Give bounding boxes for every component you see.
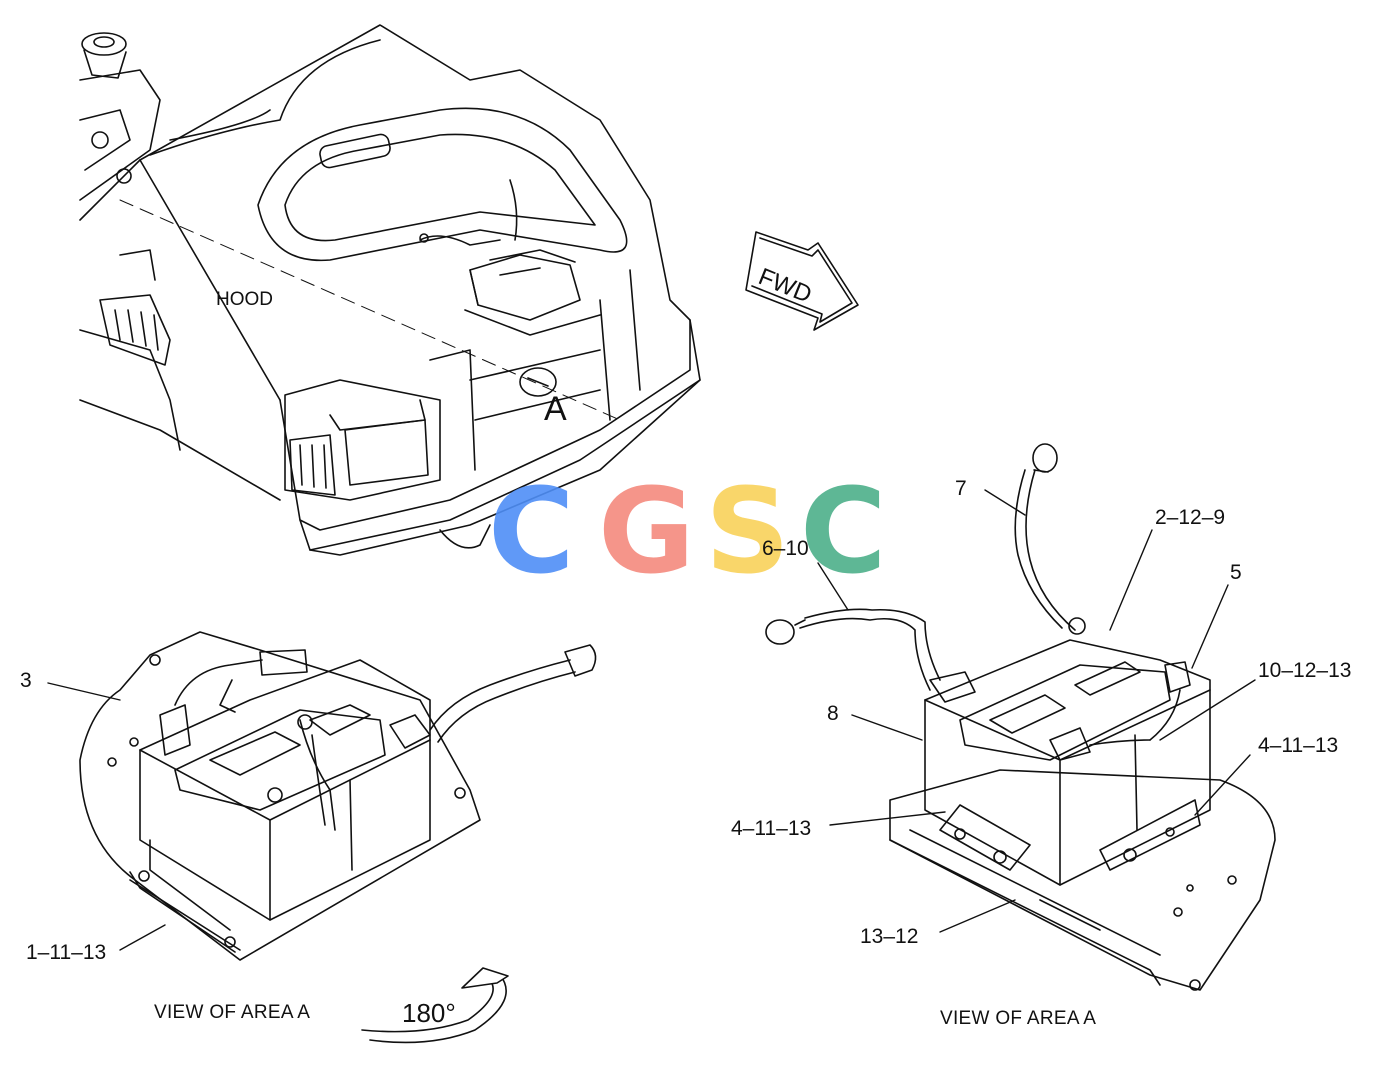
caption-view-area-a-right: VIEW OF AREA A bbox=[940, 1008, 1097, 1029]
leader-lines bbox=[47, 489, 1256, 951]
left-battery-assembly bbox=[79, 631, 597, 961]
callout-6-10: 6–10 bbox=[762, 537, 809, 560]
watermark-letter-c2: C bbox=[800, 462, 887, 600]
callout-4-11-13-right: 4–11–13 bbox=[1258, 734, 1339, 757]
callout-2-12-9: 2–12–9 bbox=[1155, 506, 1226, 529]
rotation-arrow-icon bbox=[361, 967, 509, 1044]
fwd-arrow-icon bbox=[745, 231, 859, 331]
caption-view-area-a-left: VIEW OF AREA A bbox=[154, 1002, 311, 1023]
right-battery-assembly bbox=[765, 443, 1276, 991]
callout-7: 7 bbox=[955, 477, 967, 500]
callout-13-12: 13–12 bbox=[860, 925, 919, 948]
callout-5: 5 bbox=[1230, 561, 1242, 584]
watermark-letter-g: G bbox=[598, 462, 695, 600]
hood-label: HOOD bbox=[216, 289, 273, 310]
callout-10-12-13: 10–12–13 bbox=[1258, 659, 1352, 682]
watermark-letter-s: S bbox=[705, 462, 790, 600]
callout-1-11-13: 1–11–13 bbox=[26, 941, 107, 964]
callout-8: 8 bbox=[827, 702, 839, 725]
machine-hood-drawing bbox=[79, 24, 701, 556]
rotation-label: 180° bbox=[402, 998, 456, 1028]
callout-3: 3 bbox=[20, 669, 32, 692]
watermark-letter-c1: C bbox=[488, 462, 575, 600]
callout-4-11-13-left: 4–11–13 bbox=[731, 817, 812, 840]
area-a-marker: A bbox=[544, 390, 567, 428]
